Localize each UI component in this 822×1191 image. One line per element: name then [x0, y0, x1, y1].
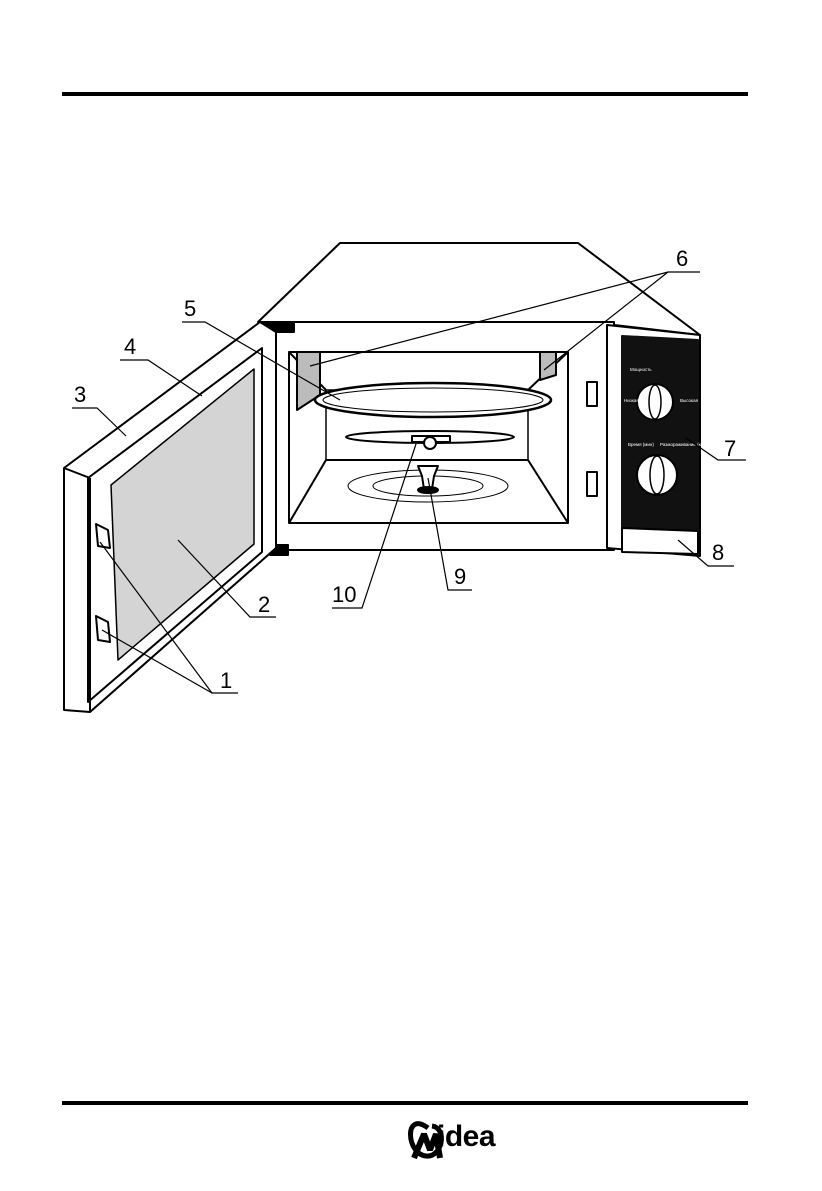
callout-8: 8: [712, 540, 724, 565]
panel-bottom-strip: [621, 527, 699, 555]
power-knob[interactable]: [636, 383, 674, 421]
power-label: Мощность: [630, 367, 652, 372]
leader-3: [72, 407, 127, 437]
callout-4: 4: [124, 334, 136, 359]
waveguide-cover-right: [539, 351, 557, 381]
callout-6: 6: [676, 246, 688, 271]
cavity-edge: [527, 459, 569, 524]
door-edge: [63, 467, 91, 479]
power-high-label: Высокая: [680, 398, 699, 403]
coupler-shaft: [417, 486, 439, 494]
leader-5: [182, 321, 341, 401]
timer-knob[interactable]: [636, 454, 678, 496]
leader-9: [427, 477, 472, 591]
callout-5: 5: [184, 296, 196, 321]
glass-tray: [313, 381, 553, 419]
leader-6b: [543, 271, 669, 371]
door-latch-bottom: [95, 615, 111, 643]
interlock-slot-bottom: [586, 471, 598, 497]
callout-9: 9: [454, 564, 466, 589]
leader-8: [677, 539, 734, 567]
leader-10: [332, 443, 417, 609]
leader-2: [177, 539, 276, 618]
cavity-edge: [288, 459, 327, 524]
brand-logo-text: idea: [437, 1120, 496, 1153]
leader-7: [685, 437, 746, 461]
roller-hub: [423, 436, 437, 450]
door-window: [110, 368, 255, 661]
brand-logo-icon: [408, 1121, 444, 1160]
top-rule: [62, 92, 748, 96]
interlock-slot-top: [586, 381, 598, 407]
bottom-rule: [62, 1101, 748, 1105]
glass-tray-rim: [322, 387, 544, 413]
leader-1b: [101, 629, 213, 694]
control-panel-face: [621, 335, 699, 531]
callout-10: 10: [332, 582, 356, 607]
leader-4: [120, 359, 203, 397]
power-knob-grip: [648, 384, 662, 420]
callout-7: 7: [724, 436, 736, 461]
callout-3: 3: [74, 382, 86, 407]
power-low-label: Низкая: [624, 398, 639, 403]
timer-knob-grip: [649, 455, 665, 495]
door-latch-top: [95, 523, 111, 549]
time-label: Время (мин): [628, 442, 654, 447]
defrost-label: Размораживание (кг): [660, 442, 704, 447]
callout-2: 2: [258, 592, 270, 617]
callout-1: 1: [220, 668, 232, 693]
